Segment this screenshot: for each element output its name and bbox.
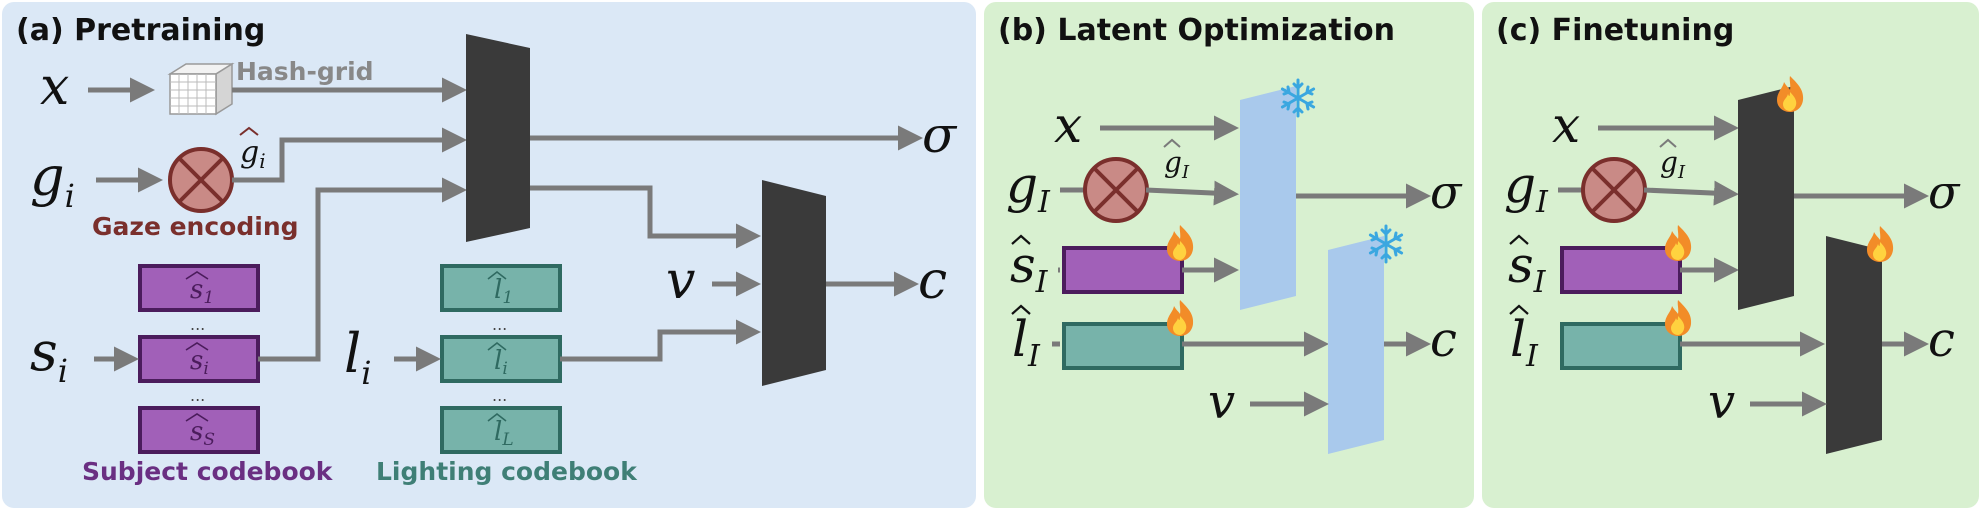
gaze-encoding-icon xyxy=(1083,157,1149,223)
lighting-code-1 xyxy=(440,264,562,312)
input-l-I: lI xyxy=(1012,310,1041,374)
lighting-codebook-label: Lighting codebook xyxy=(376,457,638,486)
density-mlp xyxy=(466,34,530,242)
lighting-latent xyxy=(1560,322,1682,370)
panel-c-title: (c) Finetuning xyxy=(1496,13,1734,48)
input-v: v xyxy=(1208,374,1235,430)
density-mlp-frozen xyxy=(1240,86,1296,310)
input-x: x xyxy=(1054,96,1082,154)
output-sigma: σ xyxy=(1430,165,1463,219)
subject-latent xyxy=(1560,246,1682,294)
gaze-encoding-icon xyxy=(1581,157,1647,223)
input-s-i: si xyxy=(30,320,68,390)
color-mlp-trainable xyxy=(1826,236,1882,454)
panel-pretraining: (a) Pretraining x Hash-grid gi gi Gaze e… xyxy=(2,2,976,508)
gaze-hat-label: gI xyxy=(1660,146,1686,183)
input-g-I: gI xyxy=(1504,156,1549,220)
panel-b-title: (b) Latent Optimization xyxy=(998,13,1395,48)
color-mlp xyxy=(762,180,826,386)
svg-text:...: ... xyxy=(190,386,205,405)
subject-latent xyxy=(1062,246,1184,294)
color-mlp-frozen xyxy=(1328,236,1384,454)
panel-finetuning: (c) Finetuning x gI gI sI lI σ c v xyxy=(1482,2,1979,508)
lighting-code-L xyxy=(440,406,562,454)
svg-text:...: ... xyxy=(190,315,205,334)
input-g-I: gI xyxy=(1006,156,1051,220)
svg-text:s1: s1 xyxy=(190,275,214,308)
hash-grid-cube-icon xyxy=(167,62,235,116)
output-sigma: σ xyxy=(922,106,958,164)
panel-c-background xyxy=(1482,2,1979,508)
panel-a-title: (a) Pretraining xyxy=(16,13,265,48)
input-l-i: li xyxy=(344,322,372,392)
hash-grid-label: Hash-grid xyxy=(236,57,374,86)
input-g-i: gi xyxy=(30,145,75,215)
panel-latent-optimization: (b) Latent Optimization x gI gI sI lI σ … xyxy=(984,2,1474,508)
input-s-I: sI xyxy=(1010,236,1049,300)
lighting-codebook: l1 ... li ... lL xyxy=(440,264,562,454)
input-x: x xyxy=(1552,96,1580,154)
lighting-code-i xyxy=(440,335,562,383)
output-c: c xyxy=(918,251,947,311)
svg-text:sS: sS xyxy=(190,417,215,450)
output-sigma: σ xyxy=(1928,165,1961,219)
input-l-I: lI xyxy=(1510,310,1539,374)
svg-text:si: si xyxy=(190,346,209,379)
input-s-I: sI xyxy=(1508,236,1547,300)
svg-text:li: li xyxy=(494,346,508,379)
svg-text:...: ... xyxy=(492,386,507,405)
subject-codebook-label: Subject codebook xyxy=(82,457,334,486)
lighting-latent xyxy=(1062,322,1184,370)
output-c: c xyxy=(1928,312,1955,368)
density-mlp-trainable xyxy=(1738,86,1794,310)
svg-text:lL: lL xyxy=(494,417,514,450)
svg-text:l1: l1 xyxy=(494,275,513,308)
gaze-hat-label: gi xyxy=(240,135,266,173)
subject-codebook: s1 ... si ... sS xyxy=(138,264,260,454)
gaze-encoding-label: Gaze encoding xyxy=(92,212,299,241)
input-x: x xyxy=(40,57,69,117)
svg-text:...: ... xyxy=(492,315,507,334)
input-v: v xyxy=(1708,374,1735,430)
gaze-hat-label: gI xyxy=(1164,146,1190,183)
input-v: v xyxy=(666,251,695,311)
output-c: c xyxy=(1430,312,1457,368)
panel-b-background xyxy=(984,2,1474,508)
gaze-encoding-icon xyxy=(168,147,234,213)
